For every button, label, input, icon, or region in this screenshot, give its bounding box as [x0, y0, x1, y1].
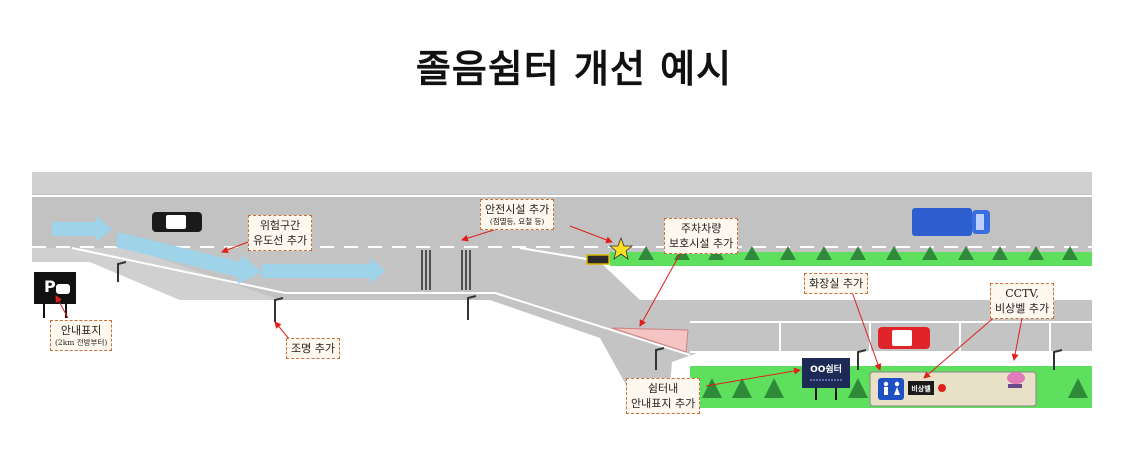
note-subtext: (2km 전방부터) [55, 338, 108, 347]
note-text: 보호시설 추가 [669, 237, 734, 250]
parking-letter: P [44, 277, 56, 296]
restroom-building: 비상벨 [869, 371, 1037, 407]
note-subtext: (점멸등, 요철 등) [489, 217, 545, 226]
rumble-strip-2 [461, 250, 471, 290]
top-road-band [32, 172, 1092, 194]
emergency-bell-light [938, 384, 946, 392]
note-text: 안내표지 추가 [631, 397, 696, 410]
shelter-sign-board: OO쉼터 [802, 358, 850, 400]
ramp-edge-line [71, 247, 691, 356]
emergency-bell-text: 비상벨 [911, 384, 931, 393]
note-guide-sign: 안내표지 (2km 전방부터) [50, 320, 113, 351]
note-vehicle-protection: 주차차량 보호시설 추가 [664, 218, 739, 254]
car-icon [878, 327, 930, 349]
parking-sign-icon: P [34, 272, 76, 318]
cctv-camera-icon [1007, 372, 1025, 388]
note-text: 화장실 추가 [809, 277, 864, 290]
restroom-icon [878, 378, 904, 400]
shelter-sign-text: OO쉼터 [810, 363, 842, 375]
rumble-strip-1 [421, 250, 431, 290]
note-text: 안전시설 추가 [485, 203, 550, 216]
vehicle-protection-barrier [611, 327, 689, 353]
street-lamp-icon [117, 261, 1063, 370]
diagram-title: 졸음쉼터 개선 예시 [415, 47, 733, 91]
note-text: CCTV, [1005, 287, 1039, 300]
note-cctv: CCTV, 비상벨 추가 [990, 283, 1055, 319]
note-inner-sign: 쉼터내 안내표지 추가 [626, 378, 701, 414]
note-hazard-guidance: 위험구간 유도선 추가 [248, 215, 313, 251]
note-text: 유도선 추가 [253, 234, 308, 247]
emergency-bell-panel [908, 381, 934, 395]
note-text: 주차차량 [680, 222, 722, 235]
guide-arrow-3 [262, 258, 386, 284]
flashing-light-icon [608, 236, 634, 260]
guide-arrow-1 [52, 216, 112, 242]
note-lighting: 조명 추가 [286, 338, 340, 359]
note-safety-facility: 안전시설 추가 (점멸등, 요철 등) [480, 199, 555, 230]
note-text: 비상벨 추가 [995, 302, 1050, 315]
annotation-arrows [55, 225, 1023, 387]
note-text: 쉼터내 [647, 382, 679, 395]
note-text: 안내표지 [60, 324, 102, 337]
tree-icon [638, 246, 1078, 260]
car-icon [152, 212, 202, 232]
guide-arrow-2 [116, 232, 262, 284]
rest-area-pavement [32, 248, 1092, 410]
left-shoulder [32, 248, 280, 300]
note-restroom: 화장실 추가 [804, 273, 869, 294]
note-text: 조명 추가 [291, 342, 335, 355]
tree-icon [702, 378, 1088, 398]
truck-icon [912, 208, 990, 236]
note-text: 위험구간 [259, 219, 301, 232]
crash-cushion [586, 254, 610, 265]
